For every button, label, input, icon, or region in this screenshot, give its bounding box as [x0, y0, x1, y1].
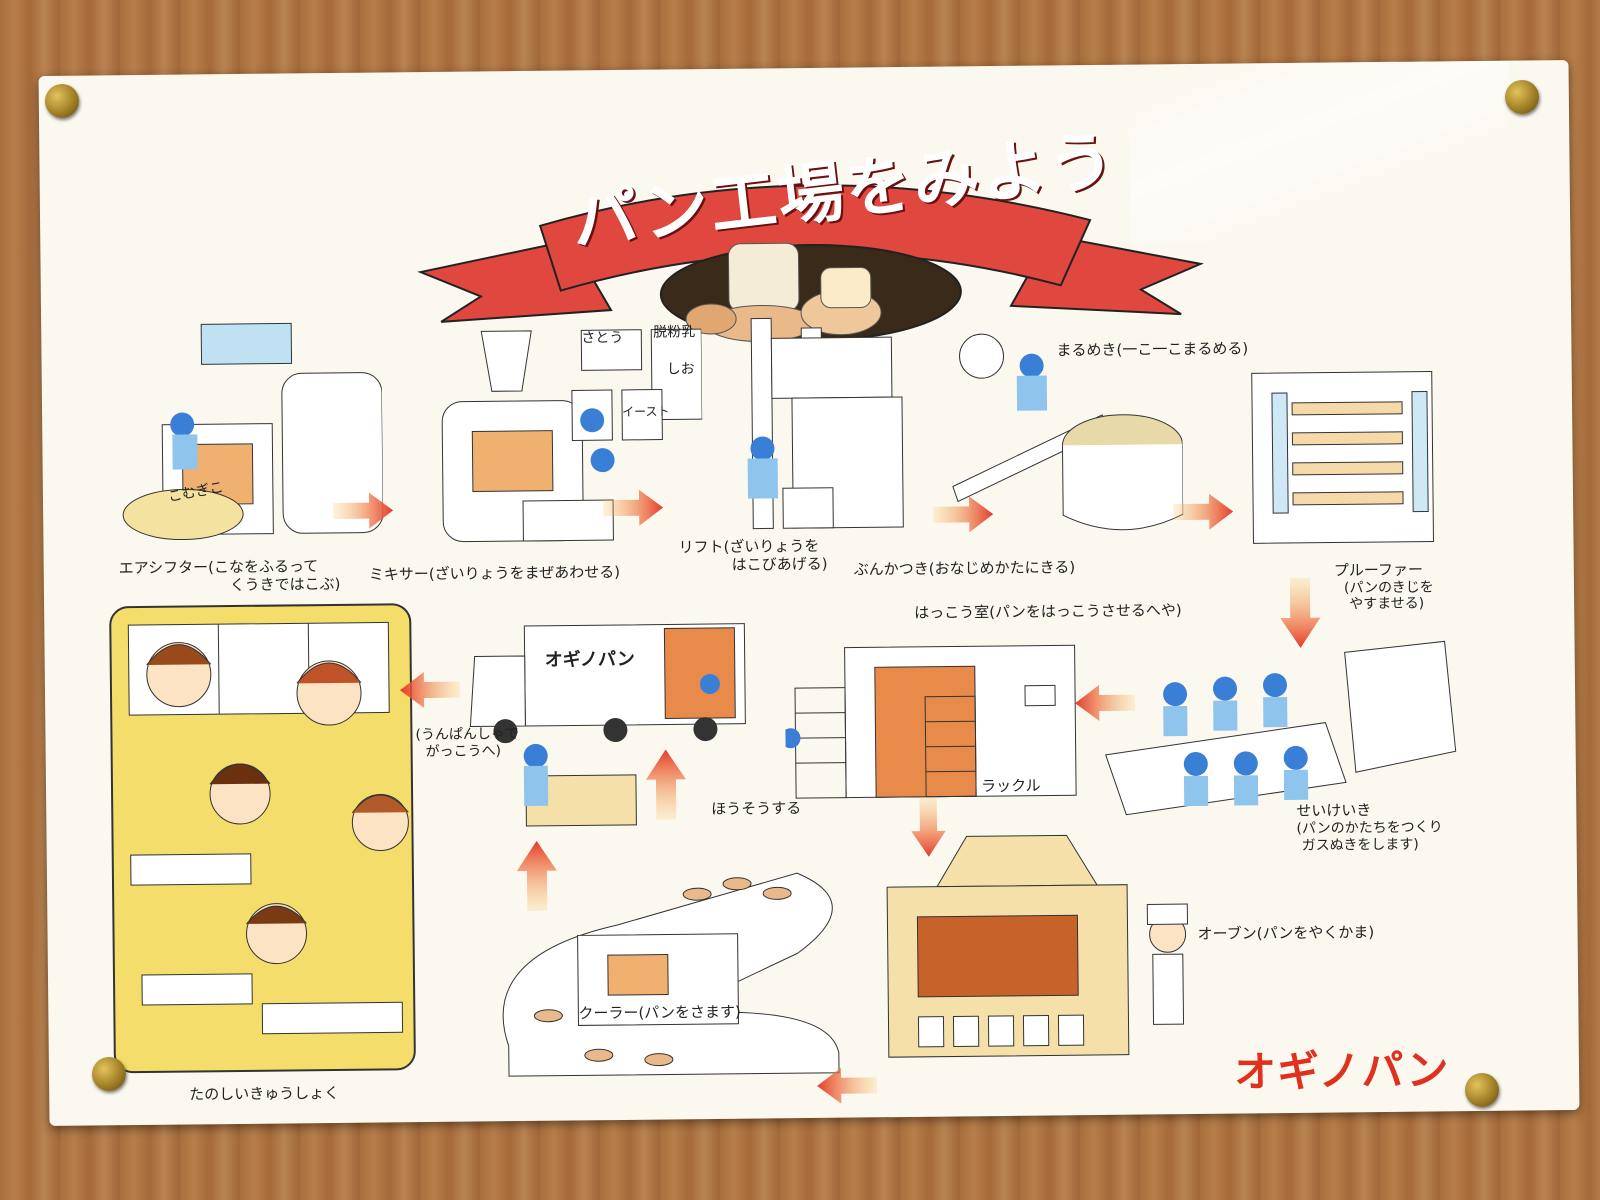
pin-top-right: [1505, 80, 1539, 114]
title-banner: [417, 184, 1204, 342]
air-sifter-illustration: [122, 322, 384, 541]
moulder-label-2: (パンのかたちをつくり: [1296, 819, 1443, 837]
mixer-label: ミキサー(ざいりょうをまぜあわせる): [368, 562, 621, 584]
arrow-right-1: [333, 492, 394, 529]
moulder-label-3: ガスぬきをします): [1301, 836, 1419, 854]
fermentation-room-illustration: [784, 644, 1077, 799]
yeast-label: イースト: [622, 404, 670, 419]
lift-label: リフト(ざいりょうを: [678, 536, 820, 557]
fermentation-room-label: はっこう室(パンをはっこうさせるへや): [914, 601, 1182, 622]
truck-logo: オギノパン: [544, 648, 635, 671]
pin-bottom-left: [92, 1057, 126, 1091]
air-sifter-label-2: くうきではこぶ): [229, 574, 341, 595]
truck-label: (うんぱんしゃで: [415, 726, 520, 744]
arrow-up-1: [645, 749, 686, 820]
lift-divider-illustration: [747, 317, 904, 530]
arrow-left-1: [399, 672, 461, 709]
salt-label: しお: [666, 361, 695, 378]
arrow-left-3: [817, 1067, 878, 1104]
arrow-right-4: [1173, 493, 1234, 530]
cooler-illustration: [502, 872, 840, 1077]
proofer-label-3: やすませる): [1349, 595, 1425, 613]
sugar-label: さとう: [581, 329, 624, 347]
lunch-label: たのしいきゅうしょく: [189, 1083, 340, 1104]
poster: パン工場をみよう こむぎこ さとう 脱粉乳 しお イースト: [38, 60, 1580, 1126]
arrow-left-2: [1075, 684, 1136, 721]
milk-label: 脱粉乳: [653, 324, 696, 341]
truck-illustration: [469, 623, 746, 744]
lift-label-2: はこびあげる): [731, 554, 828, 574]
proofer-label-2: (パンのきじを: [1343, 579, 1434, 597]
classroom-illustration: [109, 603, 416, 1074]
moulder-label: せいけいき: [1296, 801, 1372, 820]
proofer-illustration: [1251, 370, 1434, 544]
mixer-illustration: [441, 328, 703, 543]
rounder-label: まるめき(一こ一こまるめる): [1056, 339, 1249, 360]
cooler-label: クーラー(パンをさます): [578, 1002, 741, 1023]
moulder-illustration: [1105, 640, 1457, 816]
arrow-right-2: [603, 489, 664, 526]
pin-top-left: [45, 84, 79, 118]
oven-illustration: [886, 834, 1188, 1058]
divider-label: ぶんかつき(おなじめかたにきる): [853, 558, 1076, 579]
arrow-up-2: [516, 840, 557, 911]
brand-logo: オギノパン: [1233, 1045, 1450, 1097]
oven-label: オーブン(パンをやくかま): [1197, 923, 1375, 943]
arrow-right-3: [933, 496, 994, 533]
truck-label-2: がっこうへ): [425, 743, 502, 761]
packing-illustration: [523, 743, 637, 827]
proofer-label: プルーファー: [1333, 560, 1423, 580]
arrow-down-2: [911, 796, 946, 857]
rack-label: ラックル: [980, 776, 1041, 796]
pin-bottom-right: [1465, 1073, 1499, 1107]
arrow-down-1: [1280, 577, 1321, 648]
